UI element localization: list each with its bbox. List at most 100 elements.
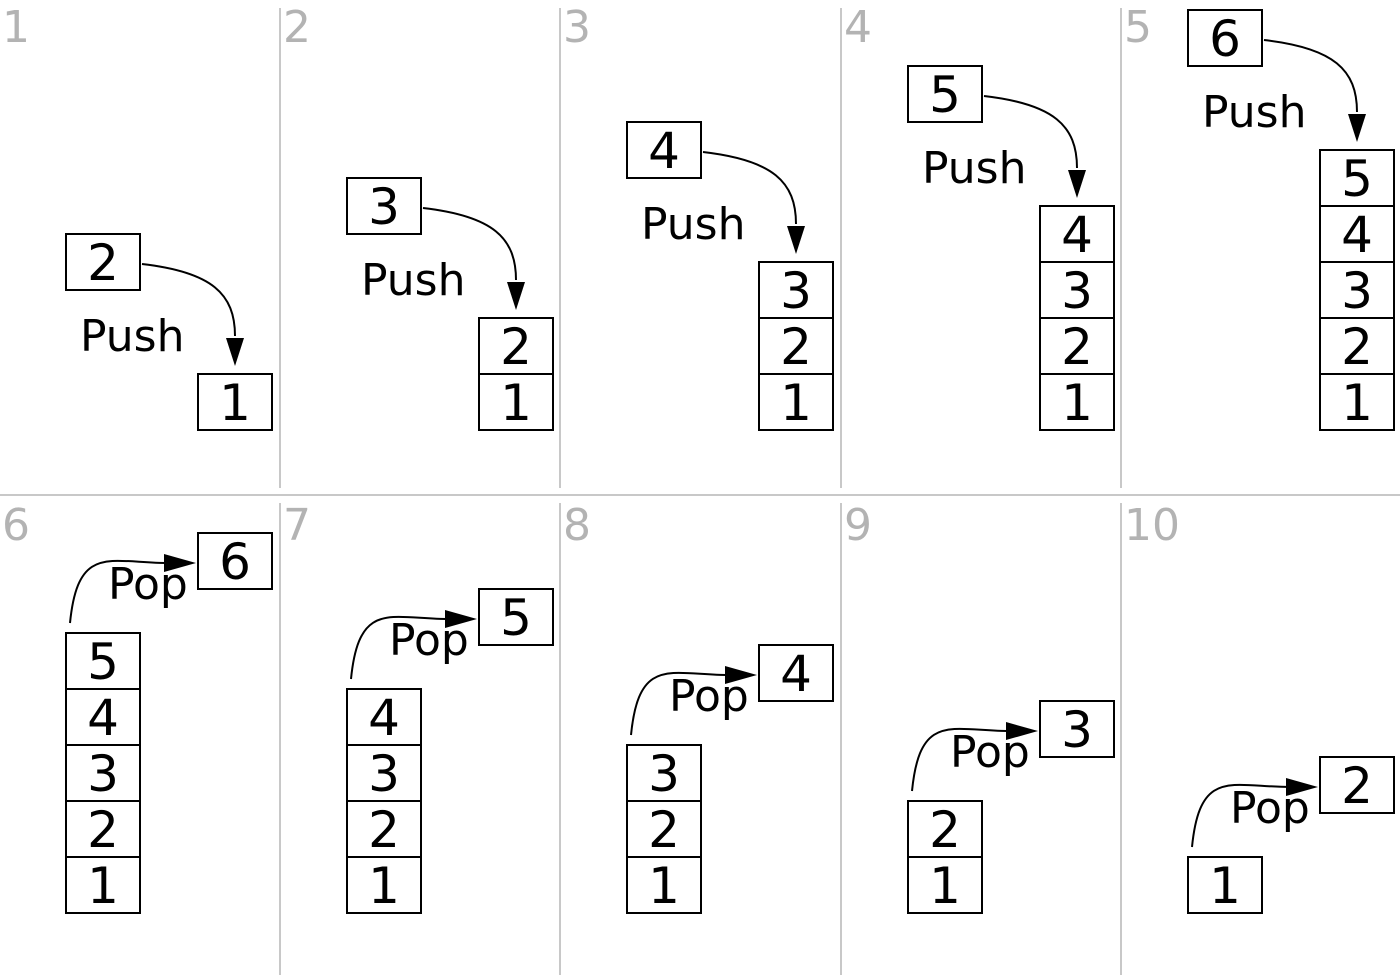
stack-item-value: 4 <box>87 689 119 747</box>
stack-item: 2 <box>478 317 554 376</box>
stack-item: 2 <box>65 800 141 859</box>
stack-item-value: 1 <box>87 857 119 915</box>
stack-item-value: 2 <box>929 801 961 859</box>
stack-item-value: 1 <box>368 857 400 915</box>
popped-item-value: 2 <box>1341 757 1373 815</box>
stack-item-value: 1 <box>500 374 532 432</box>
stack-item-frame <box>626 800 702 858</box>
stack-item-value: 3 <box>1061 262 1093 320</box>
push-label: Push <box>922 143 1026 194</box>
stack-item-value: 1 <box>1341 374 1373 432</box>
popped-item: 5 <box>478 588 554 647</box>
popped-item: 2 <box>1319 756 1395 815</box>
stack-item-value: 2 <box>500 318 532 376</box>
panel-number: 1 <box>2 2 30 53</box>
pushed-item-value: 6 <box>1209 10 1241 68</box>
pop-label: Pop <box>669 671 749 722</box>
popped-item-value: 4 <box>780 645 812 703</box>
panel-9: 9 12 3 Pop <box>844 500 1115 915</box>
popped-item-frame <box>1319 756 1395 814</box>
stack-item-value: 2 <box>1341 318 1373 376</box>
stack-item-value: 3 <box>648 745 680 803</box>
popped-item: 6 <box>197 532 273 591</box>
stack-item-frame <box>626 856 702 914</box>
stack-item: 2 <box>626 800 702 859</box>
stack-item: 3 <box>626 744 702 803</box>
stack-item-frame <box>197 373 273 431</box>
stack-item-value: 1 <box>929 857 961 915</box>
stack-item-frame <box>1319 317 1395 375</box>
stack-item: 4 <box>1319 205 1395 264</box>
stack-item: 4 <box>346 688 422 747</box>
stack-item-frame <box>1319 373 1395 431</box>
panel-number: 3 <box>563 2 591 53</box>
pop-arrow <box>630 671 730 736</box>
popped-item: 4 <box>758 644 834 703</box>
pushed-item-frame <box>907 65 983 123</box>
stack-item-value: 2 <box>648 801 680 859</box>
pop-arrow-head <box>725 666 757 684</box>
push-arrow-head <box>1068 170 1086 198</box>
stack-item-frame <box>346 688 422 746</box>
stack-item: 2 <box>1039 317 1115 376</box>
stack-item: 2 <box>907 800 983 859</box>
stack-item-value: 1 <box>1061 374 1093 432</box>
push-arrow <box>983 95 1078 169</box>
push-arrow <box>702 151 797 225</box>
stack-item: 1 <box>1039 373 1115 432</box>
pushed-item-frame <box>346 177 422 235</box>
pop-arrow <box>350 615 450 680</box>
stack-item: 2 <box>758 317 834 376</box>
popped-item-frame <box>1039 700 1115 758</box>
push-arrow-head <box>226 338 244 366</box>
stack-item-frame <box>1039 261 1115 319</box>
stack-item: 3 <box>1319 261 1395 320</box>
panel-number: 4 <box>844 2 872 53</box>
panel-number: 9 <box>844 500 872 551</box>
popped-item-value: 6 <box>219 533 251 591</box>
panel-dividers <box>0 8 1400 975</box>
pop-arrow-head <box>445 610 477 628</box>
stack-item-frame <box>1187 856 1263 914</box>
push-arrow <box>1263 39 1358 113</box>
stack-item-value: 3 <box>87 745 119 803</box>
stack-item-value: 4 <box>1061 206 1093 264</box>
stack-item: 2 <box>346 800 422 859</box>
panel-number: 2 <box>283 2 311 53</box>
pushed-item-value: 3 <box>368 178 400 236</box>
pushed-item: 4 <box>626 121 702 180</box>
stack-item-frame <box>346 744 422 802</box>
push-arrow-head <box>787 226 805 254</box>
pushed-item-frame <box>65 233 141 291</box>
pushed-item-value: 2 <box>87 234 119 292</box>
popped-item: 3 <box>1039 700 1115 759</box>
stack-item-value: 2 <box>87 801 119 859</box>
stack-item-frame <box>478 373 554 431</box>
push-arrow <box>422 207 517 281</box>
stack-item: 4 <box>65 688 141 747</box>
stack-item-frame <box>1039 373 1115 431</box>
pop-arrow-head <box>1286 778 1318 796</box>
stack-item: 1 <box>478 373 554 432</box>
stack-item-value: 1 <box>648 857 680 915</box>
stack-item-frame <box>626 744 702 802</box>
stack-item-value: 1 <box>780 374 812 432</box>
popped-item-value: 3 <box>1061 701 1093 759</box>
stack-item: 1 <box>758 373 834 432</box>
panels: 112Push2123Push31234Push412345Push512345… <box>2 2 1395 915</box>
stack-item: 1 <box>346 856 422 915</box>
pop-label: Pop <box>950 727 1030 778</box>
stack-item: 1 <box>907 856 983 915</box>
stack-item: 3 <box>65 744 141 803</box>
stack-item-value: 5 <box>1341 150 1373 208</box>
panel-number: 8 <box>563 500 591 551</box>
stack-item: 4 <box>1039 205 1115 264</box>
pop-arrow-head <box>1006 722 1038 740</box>
stack-item: 1 <box>1319 373 1395 432</box>
pop-label: Pop <box>1230 783 1310 834</box>
